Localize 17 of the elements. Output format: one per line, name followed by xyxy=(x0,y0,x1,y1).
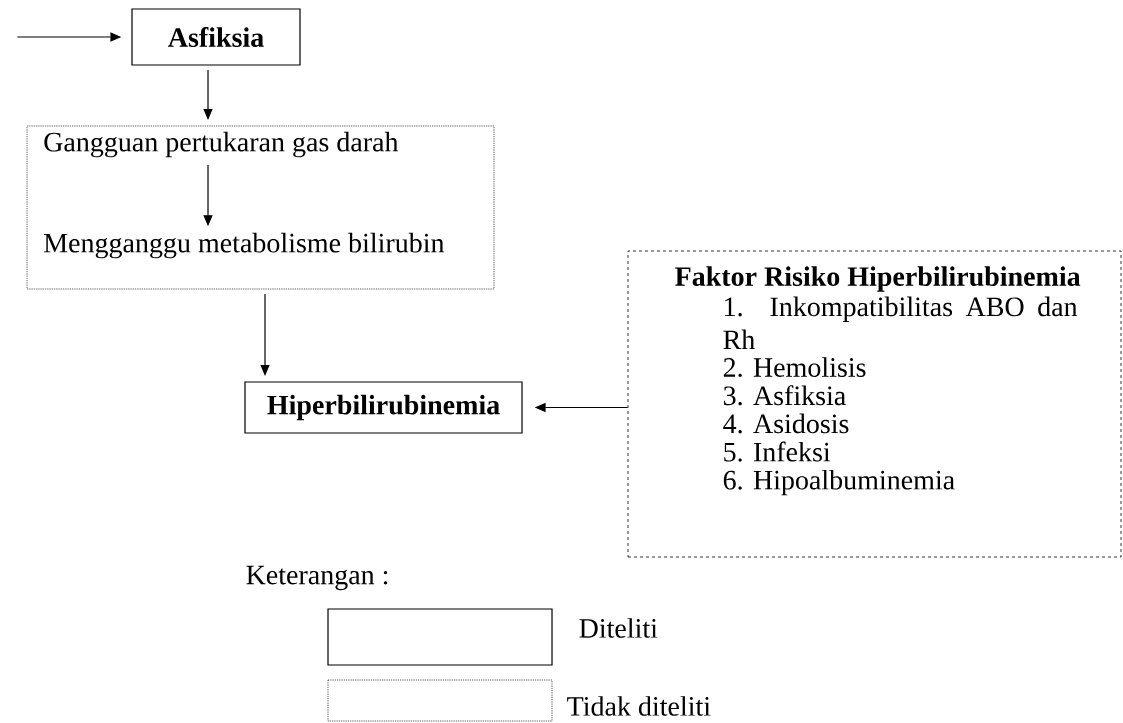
group-box xyxy=(26,125,495,290)
step-text: Mengganggu metabolisme bilirubin xyxy=(44,232,445,259)
process-box: Asfiksia xyxy=(131,8,301,66)
list-item: 4. Asidosis xyxy=(723,413,849,434)
list-item: 3. Asfiksia xyxy=(723,385,846,406)
process-box: Hiperbilirubinemia xyxy=(244,381,523,434)
legend-text: Diteliti xyxy=(579,618,658,638)
legend-text: Tidak diteliti xyxy=(567,696,711,716)
arrow xyxy=(260,293,270,376)
legend-title: Keterangan : xyxy=(246,565,388,591)
step-text: Gangguan pertukaran gas darah xyxy=(44,131,399,158)
list-item: 1. Inkompatibilitas ABO dan Rh xyxy=(723,296,1078,350)
heading: Faktor Risiko Hiperbilirubinemia xyxy=(675,266,1081,292)
list-item: 6. Hipoalbuminemia xyxy=(723,469,955,496)
list-item: 5. Infeksi xyxy=(724,441,831,462)
risk-factor-box xyxy=(627,250,1122,558)
list-item: 2. Hemolisis xyxy=(723,357,866,378)
